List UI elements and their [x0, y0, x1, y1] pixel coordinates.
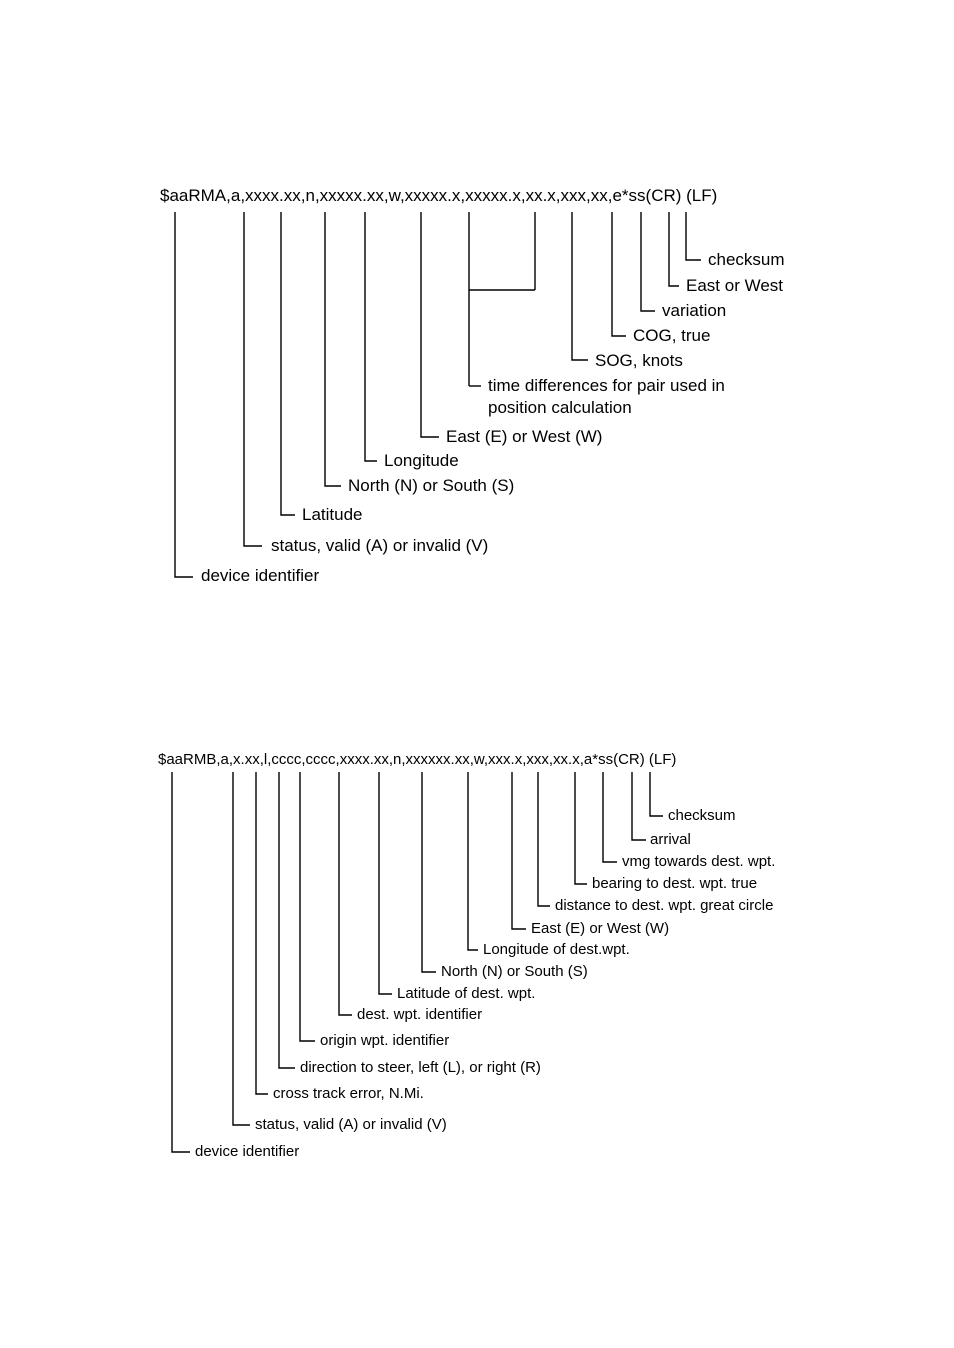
rma-label-position-calculation: position calculation: [488, 398, 632, 417]
rmb-sentence: $aaRMB,a,x.xx,l,cccc,cccc,xxxx.xx,n,xxxx…: [158, 751, 677, 768]
rmb-label-origin-wpt-identifier: origin wpt. identifier: [320, 1032, 450, 1049]
rmb-label-north-south: North (N) or South (S): [441, 963, 588, 980]
rmb-label-arrival: arrival: [650, 831, 691, 848]
rma-label-sog: SOG, knots: [595, 351, 683, 370]
rma-label-device-identifier: device identifier: [201, 566, 320, 585]
rma-label-north-south: North (N) or South (S): [348, 476, 515, 495]
rmb-label-longitude-dest: Longitude of dest.wpt.: [483, 941, 630, 958]
rmb-label-distance: distance to dest. wpt. great circle: [555, 897, 774, 914]
rmb-label-dest-wpt-identifier: dest. wpt. identifier: [357, 1006, 483, 1023]
rma-label-east-west: East (E) or West (W): [446, 427, 603, 446]
rmb-label-cross-track-error: cross track error, N.Mi.: [273, 1085, 424, 1102]
rmb-label-vmg: vmg towards dest. wpt.: [622, 853, 776, 870]
rmb-label-device-identifier: device identifier: [195, 1143, 300, 1160]
rma-label-checksum: checksum: [708, 250, 785, 269]
rmb-label-bearing: bearing to dest. wpt. true: [592, 875, 758, 892]
rmb-label-latitude-dest: Latitude of dest. wpt.: [397, 985, 536, 1002]
rma-label-time-differences: time differences for pair used in: [488, 376, 725, 395]
rmb-label-checksum: checksum: [668, 807, 736, 824]
rma-label-latitude: Latitude: [302, 505, 363, 524]
rma-sentence: $aaRMA,a,xxxx.xx,n,xxxxx.xx,w,xxxxx.x,xx…: [160, 186, 718, 205]
rmb-label-direction-to-steer: direction to steer, left (L), or right (…: [300, 1059, 541, 1076]
rmb-label-status: status, valid (A) or invalid (V): [255, 1116, 447, 1133]
rmb-label-east-west: East (E) or West (W): [531, 920, 670, 937]
rma-label-east-or-west: East or West: [686, 276, 783, 295]
rma-label-cog: COG, true: [633, 326, 711, 345]
rma-label-status: status, valid (A) or invalid (V): [271, 536, 489, 555]
rma-label-variation: variation: [662, 301, 727, 320]
rma-label-longitude: Longitude: [384, 451, 459, 470]
